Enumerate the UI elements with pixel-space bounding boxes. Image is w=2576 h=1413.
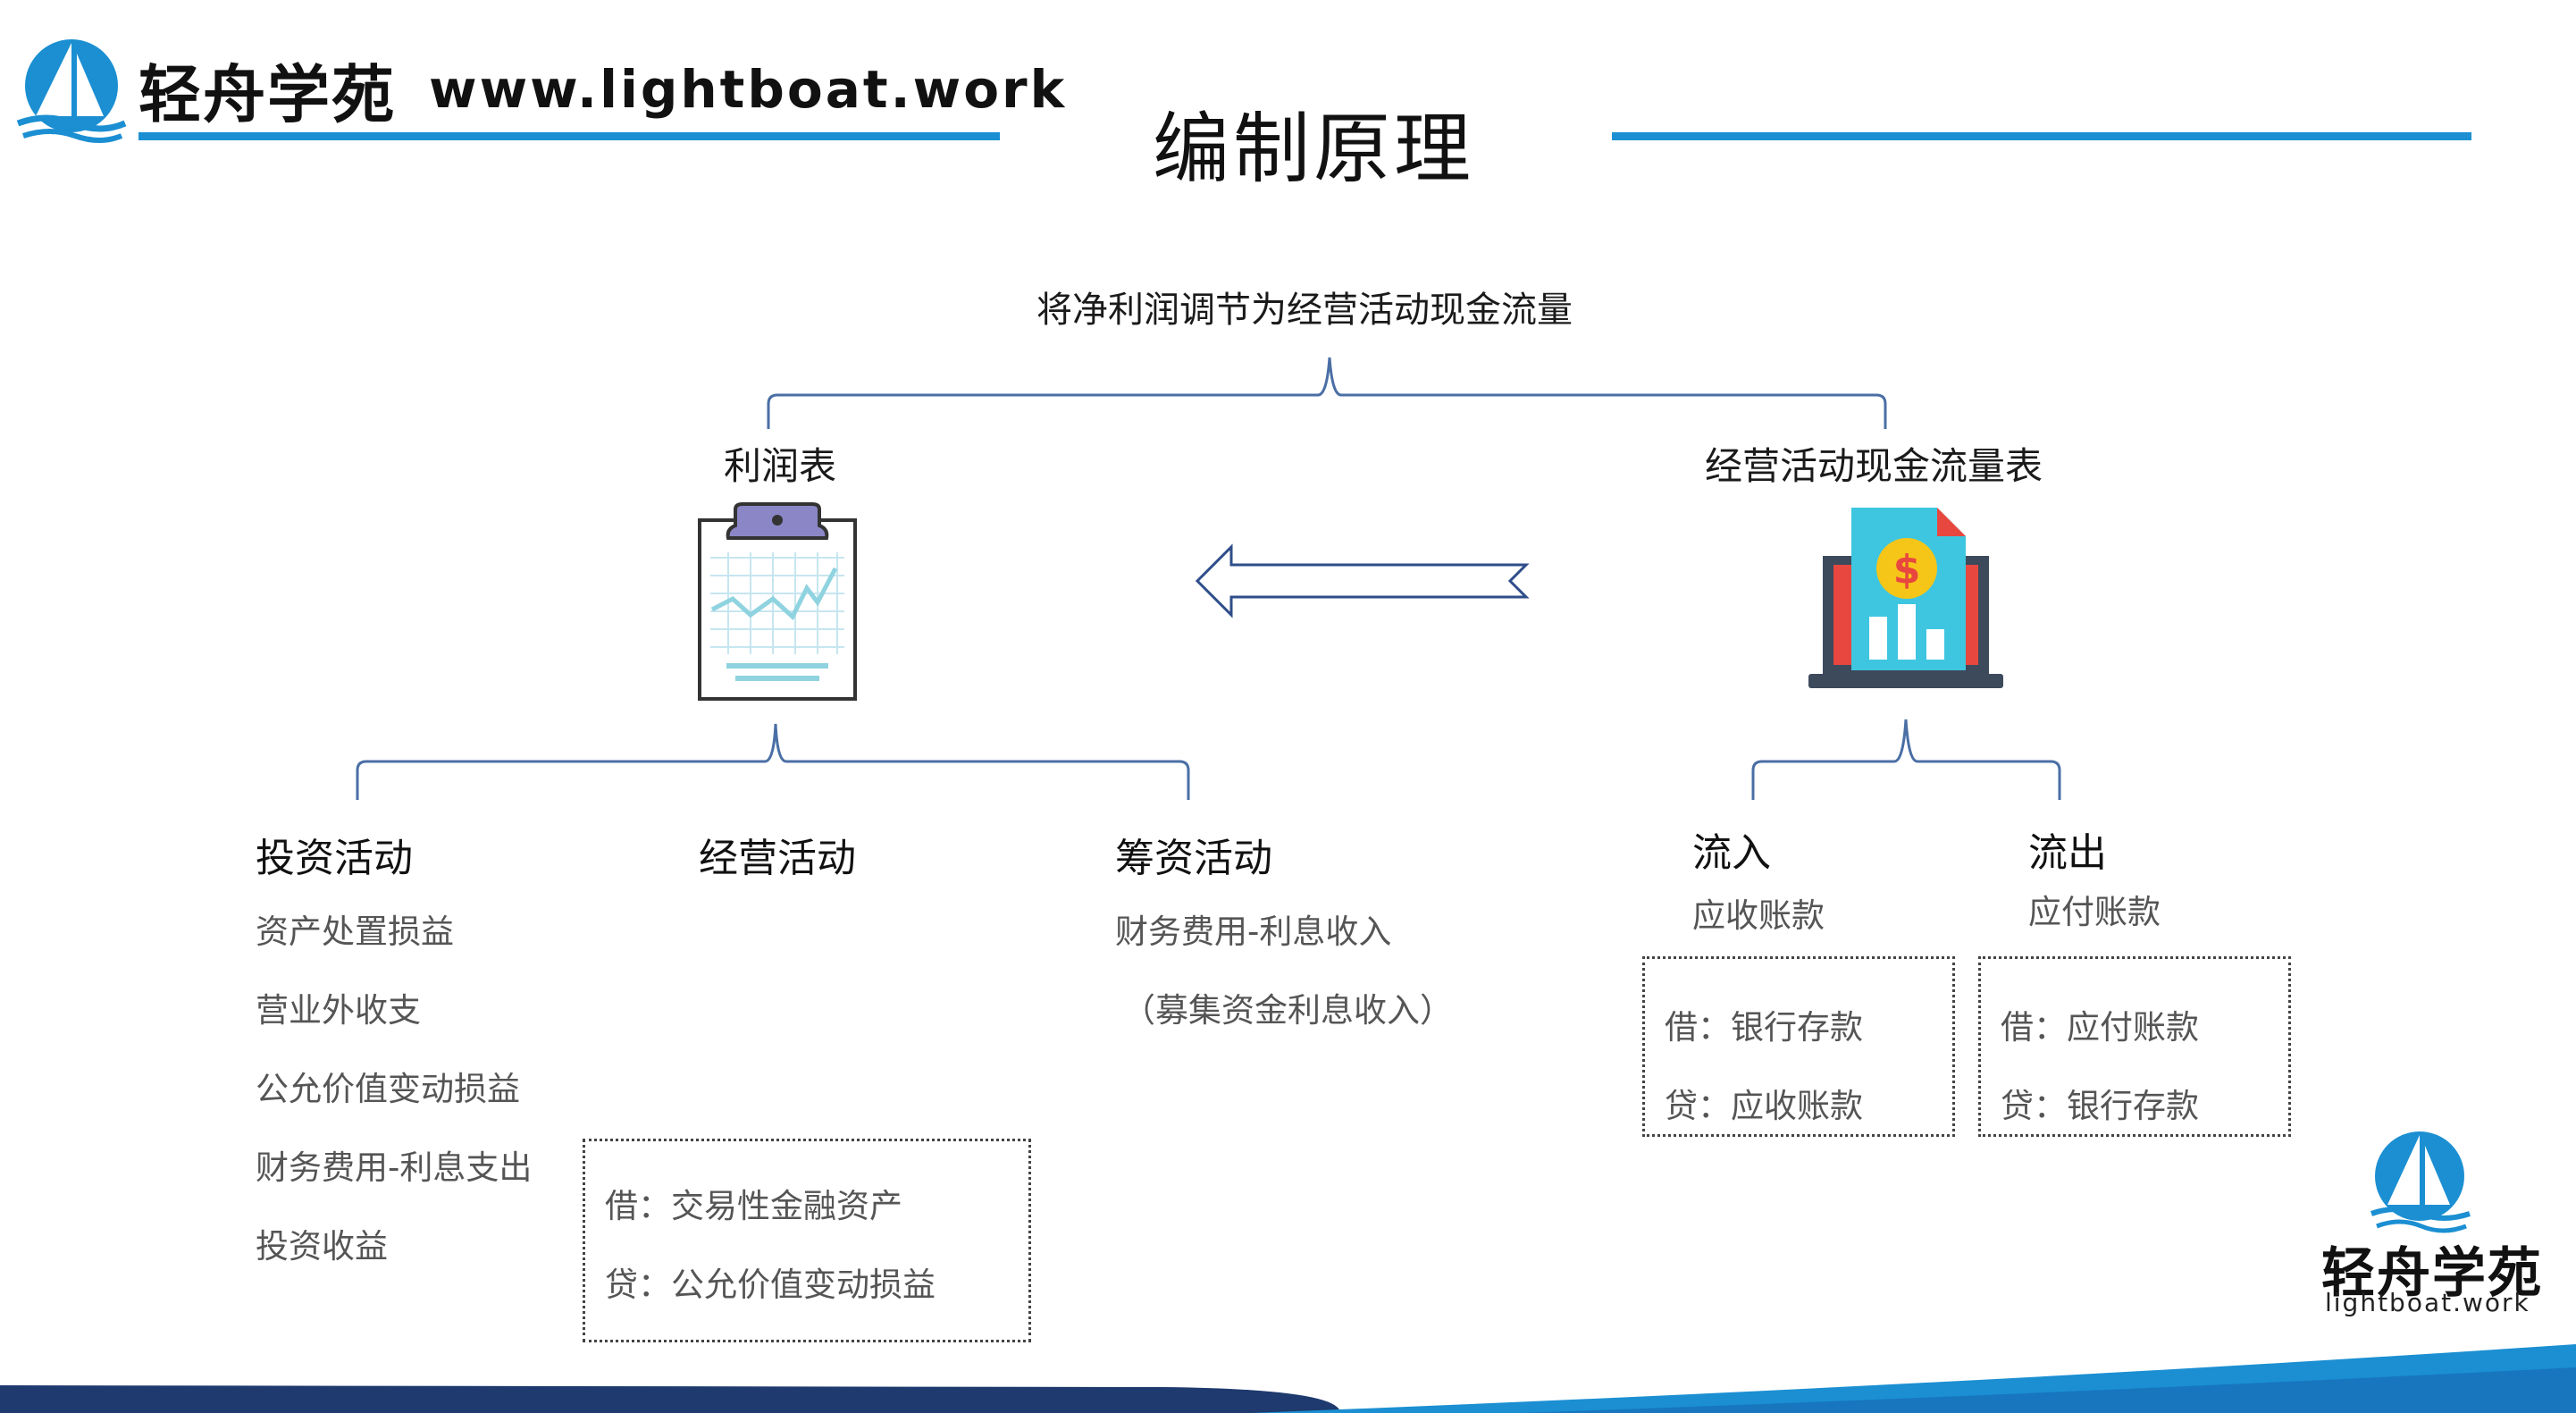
page-title: 编制原理	[1153, 105, 1474, 194]
inflow-account: 应收账款	[1692, 896, 1825, 935]
list-item: （募集资金利息收入）	[1122, 991, 1453, 1030]
left-bracket	[356, 723, 1190, 800]
debit-entry: 借：应付账款	[2001, 1008, 2199, 1047]
list-item: 财务费用-利息支出	[256, 1148, 533, 1187]
investing-activities-title: 投资活动	[256, 836, 413, 881]
list-item: 投资收益	[256, 1227, 388, 1266]
inflow-title: 流入	[1692, 830, 1771, 876]
clipboard-chart-icon	[698, 502, 857, 701]
list-item: 财务费用-利息收入	[1115, 913, 1392, 951]
debit-entry: 借：交易性金融资产	[605, 1187, 902, 1225]
outflow-entry-box: 借：应付账款 贷：银行存款	[1978, 956, 2291, 1137]
svg-text:$: $	[1893, 547, 1921, 593]
debit-entry: 借：银行存款	[1665, 1008, 1863, 1047]
outflow-title: 流出	[2028, 830, 2107, 876]
list-item: 资产处置损益	[256, 913, 454, 951]
credit-entry: 贷：应收账款	[1665, 1087, 1863, 1125]
inflow-entry-box: 借：银行存款 贷：应收账款	[1642, 956, 1955, 1137]
header-underline-right	[1612, 132, 2471, 140]
laptop-report-icon: $	[1808, 508, 2003, 688]
left-arrow-icon	[1195, 543, 1530, 618]
brand-name: 轻舟学苑	[138, 58, 396, 131]
financing-activities-title: 筹资活动	[1115, 836, 1272, 881]
cash-flow-statement-node: 经营活动现金流量表	[1705, 444, 2043, 488]
sailboat-logo-icon	[16, 39, 127, 143]
list-item: 公允价值变动损益	[256, 1070, 520, 1108]
bottom-wave-band	[0, 1344, 2576, 1413]
operating-entry-box: 借：交易性金融资产 贷：公允价值变动损益	[583, 1139, 1031, 1342]
list-item: 营业外收支	[256, 991, 421, 1030]
income-statement-node: 利润表	[724, 444, 837, 488]
outflow-account: 应付账款	[2028, 893, 2161, 931]
footer-brand-url: lightboat.work	[2325, 1288, 2530, 1317]
brand-url: www.lightboat.work	[429, 59, 1068, 120]
header-underline-left	[138, 132, 1000, 140]
footer-brand-name: 轻舟学苑	[2321, 1242, 2543, 1305]
operating-activities-title: 经营活动	[699, 836, 856, 881]
credit-entry: 贷：公允价值变动损益	[605, 1266, 936, 1304]
right-bracket	[1751, 719, 2061, 800]
root-node: 将净利润调节为经营活动现金流量	[1036, 290, 1573, 331]
credit-entry: 贷：银行存款	[2001, 1087, 2199, 1125]
footer-sailboat-logo-icon	[2370, 1131, 2471, 1233]
root-bracket	[767, 357, 1887, 429]
